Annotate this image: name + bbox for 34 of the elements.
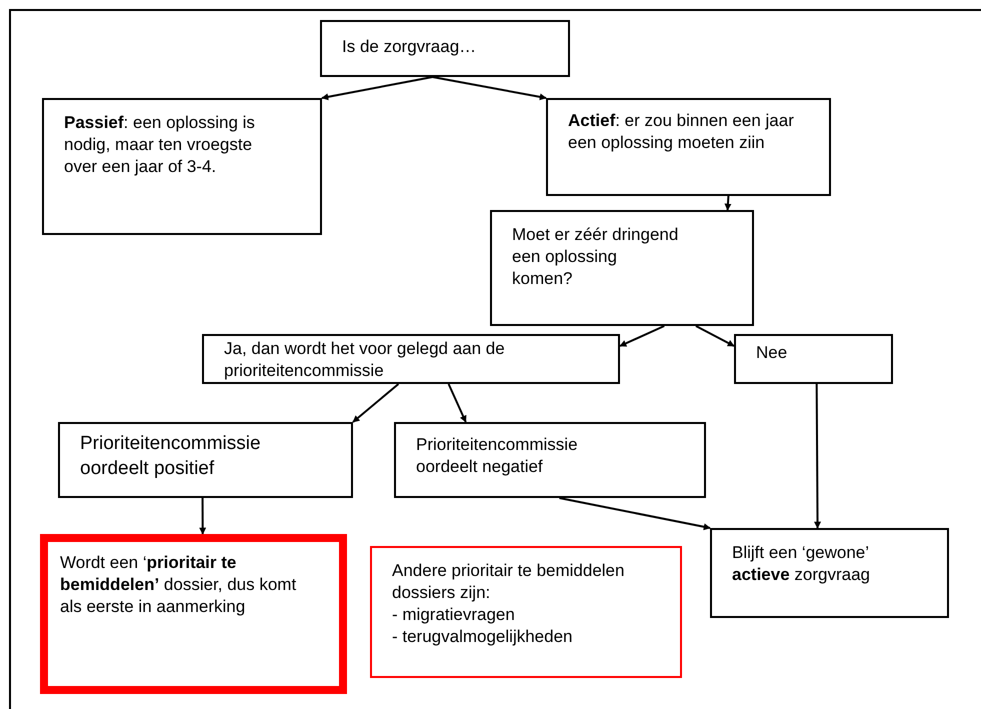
box-text: Passief: een oplossing is nodig, maar ten vroegste over een jaar of 3-4. <box>64 112 256 178</box>
arrow <box>619 325 665 347</box>
box-text: Moet er zéér dringend een oplossing komen? <box>512 224 680 290</box>
box-text: - migratievragen <box>392 604 516 626</box>
flow-box <box>734 334 893 384</box>
arrow <box>559 497 711 530</box>
flow-box <box>394 422 706 498</box>
flow-box <box>40 534 347 694</box>
flow-box <box>320 20 570 77</box>
box-text: Ja, dan wordt het voor gelegd aan de prioriteitencommissie <box>224 338 506 382</box>
arrow <box>724 196 732 211</box>
flow-box <box>202 334 620 384</box>
flow-box <box>370 546 682 678</box>
box-text: Prioriteitencommissie oordeelt negatief <box>416 434 579 478</box>
arrow <box>432 76 547 100</box>
flow-box <box>546 98 831 196</box>
box-text: Wordt een ‘prioritair te bemiddelen’ dossier, dus komt als eerste in aanmerking <box>60 552 298 618</box>
arrow <box>321 76 433 100</box>
box-text: Nee <box>756 342 788 364</box>
arrow <box>199 498 206 535</box>
box-text: - terugvalmogelijkheden <box>392 626 574 648</box>
flow-box <box>710 528 949 618</box>
arrow <box>352 383 400 423</box>
flow-box <box>58 422 353 498</box>
box-text: Blijft een ‘gewone’ actieve zorgvraag <box>732 542 871 586</box>
box-text: Actief: er zou binnen een jaar een oplossing moeten ziin <box>568 110 795 154</box>
flow-box <box>42 98 322 235</box>
arrow <box>814 384 821 529</box>
box-text: Is de zorgvraag… <box>342 36 478 58</box>
arrow <box>448 384 467 423</box>
box-text: Andere prioritair te bemiddelen dossiers zijn: <box>392 560 626 604</box>
flow-box <box>490 210 754 326</box>
box-text: Prioriteitencommissie oordeelt positief <box>80 432 262 481</box>
arrow <box>695 325 735 347</box>
